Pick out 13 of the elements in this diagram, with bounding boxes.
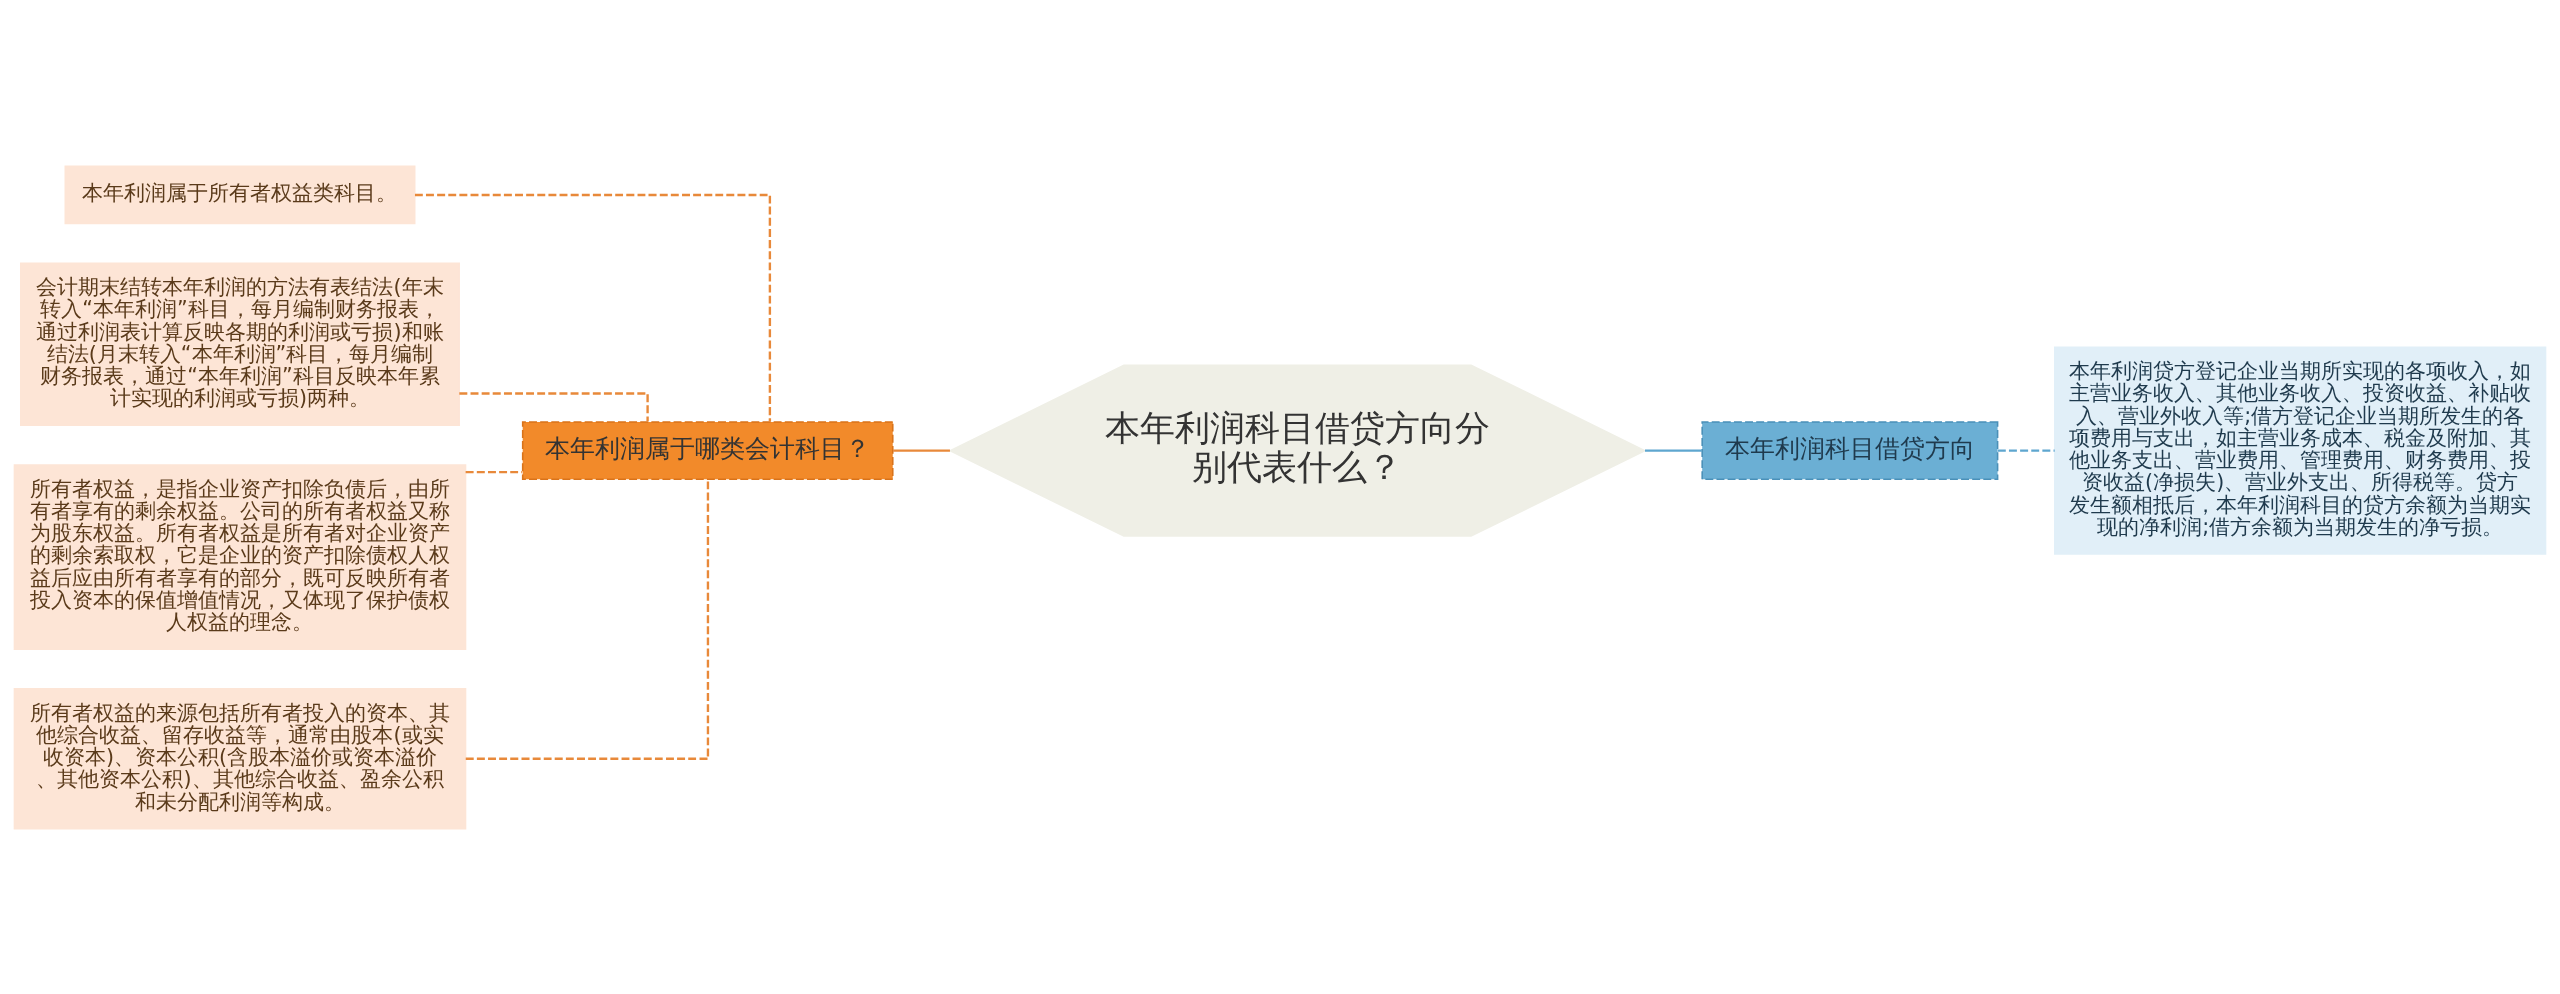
node-box: 所有者权益的来源包括所有者投入的资本、其他综合收益、留存收益等，通常由股本(或实收资本)、资本公积(含股本溢价或资本溢价、其他资本公积)、其他综合收益、盈余公积和未分配利润等构成。 (13, 687, 467, 829)
node-box: 本年利润科目借贷方向 (1701, 420, 1999, 480)
node-box: 所有者权益，是指企业资产扣除负债后，由所有者享有的剩余权益。公司的所有者权益又称为股东权益。所有者权益是所有者对企业资产的剩余索取权，它是企业的资产扣除债权人权益后应由所有者享有的部分，既可反映所有者投入资本的保值增值情况，又体现了保护债权人权益的理念。 (13, 463, 467, 650)
connector (1645, 448, 1702, 452)
node-box: 本年利润属于哪类会计科目？ (521, 420, 894, 480)
connector (465, 479, 710, 760)
node-box: 本年利润贷方登记企业当期所实现的各项收入，如主营业务收入、其他业务收入、投资收益、补贴收入、营业外收入等;借方登记企业当期所发生的各项费用与支出，如主营业务成本、税金及附加、其他业务支出、营业费用、管理费用、财务费用、投资收益(净损失)、营业外支出、所得税等。贷方发生额相抵后，本年利润科目的贷方余额为当期实现的净利润;借方余额为当期发生的净亏损。 (2053, 346, 2547, 555)
node-box: 本年利润属于所有者权益类科目。 (64, 165, 416, 224)
connector (1997, 448, 2055, 452)
connector (414, 193, 772, 422)
connector (893, 448, 950, 452)
node-box: 会计期末结转本年利润的方法有表结法(年末转入“本年利润”科目，每月编制财务报表，通过利润表计算反映各期的利润或亏损)和账结法(月末转入“本年利润”科目，每月编制财务报表，通过“本年利润”科目反映本年累计实现的利润或亏损)两种。 (20, 261, 460, 426)
connector (465, 470, 523, 473)
